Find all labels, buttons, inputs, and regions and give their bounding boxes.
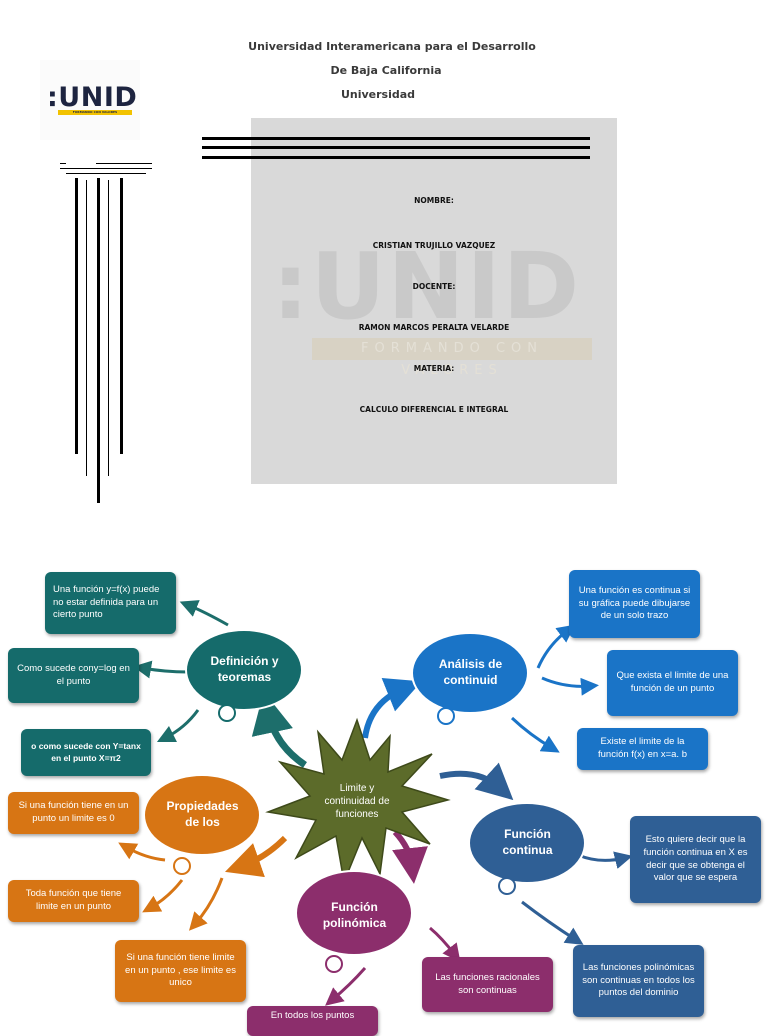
propiedades-item-1: Si una función tiene en un punto un limi…: [8, 792, 139, 834]
header-line-3: Universidad: [340, 88, 416, 101]
propiedades-item-2: Toda función que tiene limite en un punt…: [8, 880, 139, 922]
cloud-propiedades-title: Propiedades de los: [166, 799, 239, 829]
center-star: Limite y continuidad de funciones: [262, 716, 452, 886]
header-line-2: De Baja California: [330, 64, 442, 77]
continua-item-2: Las funciones polinómicas son continuas …: [573, 945, 704, 1017]
cloud-definicion-title: Definición y teoremas: [210, 654, 279, 684]
unid-logo: :UNID FORMANDO CON VALORES: [40, 60, 140, 140]
definicion-item-1: Una función y=f(x) puede no estar defini…: [45, 572, 176, 634]
propiedades-item-3: Si una función tiene limite en un punto …: [115, 940, 246, 1002]
materia-label: MATERIA:: [413, 364, 455, 373]
analisis-item-1: Una función es continua si su gráfica pu…: [569, 570, 700, 638]
definicion-item-2: Como sucede cony=log en el punto: [8, 648, 139, 703]
polinomica-item-1: Las funciones racionales son continuas: [422, 957, 553, 1012]
analisis-item-3: Existe el limite de la función f(x) en x…: [577, 728, 708, 770]
cloud-propiedades: Propiedades de los: [140, 770, 265, 875]
center-label: Limite y continuidad de funciones: [324, 782, 390, 820]
cover-card: [251, 118, 617, 484]
cloud-analisis-title: Análisis de continuid: [438, 657, 503, 687]
cloud-polinomica-title: Función polinómica: [322, 899, 387, 930]
nombre-value: CRISTIAN TRUJILLO VAZQUEZ: [372, 241, 496, 250]
watermark-tagline: FORMANDO CON VALORES: [312, 338, 592, 378]
docente-label: DOCENTE:: [412, 282, 456, 291]
definicion-item-3: o como sucede con Y=tanx en el punto X=π…: [21, 729, 151, 776]
cloud-definicion: Definición y teoremas: [182, 625, 307, 722]
polinomica-item-2: En todos los puntos: [247, 1006, 378, 1036]
cloud-continua-title: Función continua: [502, 827, 553, 857]
docente-value: RAMON MARCOS PERALTA VELARDE: [358, 323, 510, 332]
analisis-item-2: Que exista el limite de una función de u…: [607, 650, 738, 716]
logo-tagline: FORMANDO CON VALORES: [58, 110, 132, 115]
cloud-continua: Función continua: [465, 798, 590, 895]
logo-text: :UNID: [47, 82, 138, 113]
watermark-logo: :UNID: [272, 233, 582, 340]
continua-item-1: Esto quiere decir que la función continu…: [630, 816, 761, 903]
materia-value: CALCULO DIFERENCIAL E INTEGRAL: [359, 405, 509, 414]
cloud-polinomica: Función polinómica: [292, 868, 417, 973]
header-line-1: Universidad Interamericana para el Desar…: [248, 40, 536, 53]
cloud-analisis: Análisis de continuid: [408, 628, 533, 725]
nombre-label: NOMBRE:: [414, 196, 454, 205]
